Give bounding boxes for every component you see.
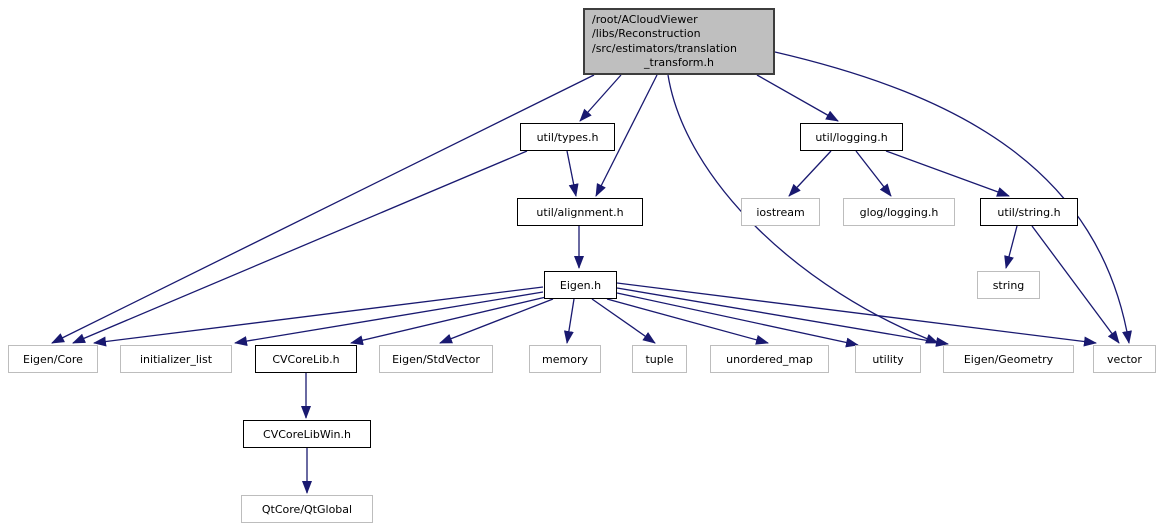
edge-root-to-eigen-core	[51, 74, 595, 344]
node-initializer-list: initializer_list	[120, 345, 232, 373]
edge-root-to-util-types-h	[579, 74, 622, 122]
node-label: util/string.h	[997, 205, 1061, 219]
edge-eigen-h-to-vector	[616, 282, 1097, 347]
node-label: util/logging.h	[815, 130, 888, 144]
node-label-line: /root/ACloudViewer	[592, 12, 698, 26]
node-cvcorelib-h[interactable]: CVCoreLib.h	[255, 345, 357, 373]
node-util-types-h[interactable]: util/types.h	[520, 123, 615, 151]
node-label-line: /libs/Reconstruction	[592, 27, 701, 40]
node-utility: utility	[855, 345, 921, 373]
edge-root-to-vector	[774, 51, 1132, 344]
edge-eigen-h-to-tuple	[591, 298, 656, 344]
edge-util-string-h-to-string	[1004, 225, 1018, 269]
edge-eigen-h-to-eigen-stdvector	[439, 298, 554, 344]
node-label: CVCoreLibWin.h	[263, 427, 351, 441]
edge-util-logging-h-to-iostream	[788, 150, 832, 197]
node-label: Eigen/Geometry	[963, 352, 1054, 366]
edge-util-types-h-to-util-alignment-h	[566, 150, 579, 197]
node-label: iostream	[756, 205, 805, 219]
node-label: initializer_list	[139, 352, 213, 366]
node-label: memory	[542, 352, 588, 366]
edge-util-logging-h-to-util-string-h	[885, 150, 1010, 197]
edge-root-to-util-alignment-h	[595, 74, 658, 197]
node-label-line: /src/estimators/translation	[592, 41, 737, 55]
node-label: vector	[1107, 352, 1142, 366]
node-label: string	[992, 278, 1025, 292]
node-label: util/alignment.h	[536, 205, 624, 219]
node-label: utility	[872, 352, 904, 366]
edge-eigen-h-to-initializer-list	[234, 291, 544, 346]
edge-eigen-h-to-memory	[563, 298, 575, 344]
node-util-logging-h[interactable]: util/logging.h	[800, 123, 903, 151]
node-cvcorelibwin-h[interactable]: CVCoreLibWin.h	[243, 420, 371, 448]
edge-util-string-h-to-vector	[1031, 225, 1120, 344]
node-glog-logging-h: glog/logging.h	[843, 198, 955, 226]
node-util-string-h[interactable]: util/string.h	[980, 198, 1078, 226]
node-string: string	[977, 271, 1040, 299]
node-memory: memory	[529, 345, 601, 373]
node-eigen-h[interactable]: Eigen.h	[544, 271, 617, 299]
node-unordered-map: unordered_map	[710, 345, 829, 373]
node-eigen-stdvector: Eigen/StdVector	[379, 345, 493, 373]
node-eigen-core: Eigen/Core	[8, 345, 98, 373]
node-label: Eigen/StdVector	[392, 352, 480, 366]
node-label: Eigen/Core	[23, 352, 83, 366]
edge-root-to-eigen-geometry	[667, 74, 939, 344]
edge-eigen-h-to-eigen-geometry	[616, 287, 949, 347]
edge-util-logging-h-to-glog-logging-h	[855, 150, 892, 197]
node-vector: vector	[1093, 345, 1156, 373]
edge-eigen-h-to-cvcorelib-h	[350, 296, 547, 346]
node-root: /root/ACloudViewer/libs/Reconstruction/s…	[583, 8, 775, 75]
node-label: glog/logging.h	[859, 205, 939, 219]
node-qtcore-qtglobal: QtCore/QtGlobal	[241, 495, 373, 523]
node-iostream: iostream	[741, 198, 820, 226]
node-label-line: _transform.h	[644, 56, 714, 69]
edge-eigen-h-to-eigen-core	[93, 286, 544, 347]
edge-eigen-h-to-unordered-map	[606, 298, 769, 345]
edge-eigen-h-to-utility	[616, 292, 859, 348]
node-label: tuple	[645, 352, 674, 366]
node-eigen-geometry: Eigen/Geometry	[943, 345, 1074, 373]
edge-util-types-h-to-eigen-core	[72, 150, 528, 344]
node-util-alignment-h[interactable]: util/alignment.h	[517, 198, 643, 226]
edge-root-to-util-logging-h	[756, 74, 839, 122]
node-label: unordered_map	[726, 352, 813, 366]
node-label: Eigen.h	[559, 278, 602, 292]
node-tuple: tuple	[632, 345, 687, 373]
node-label: QtCore/QtGlobal	[261, 502, 353, 516]
node-label: CVCoreLib.h	[272, 352, 340, 366]
node-label: util/types.h	[536, 130, 599, 144]
